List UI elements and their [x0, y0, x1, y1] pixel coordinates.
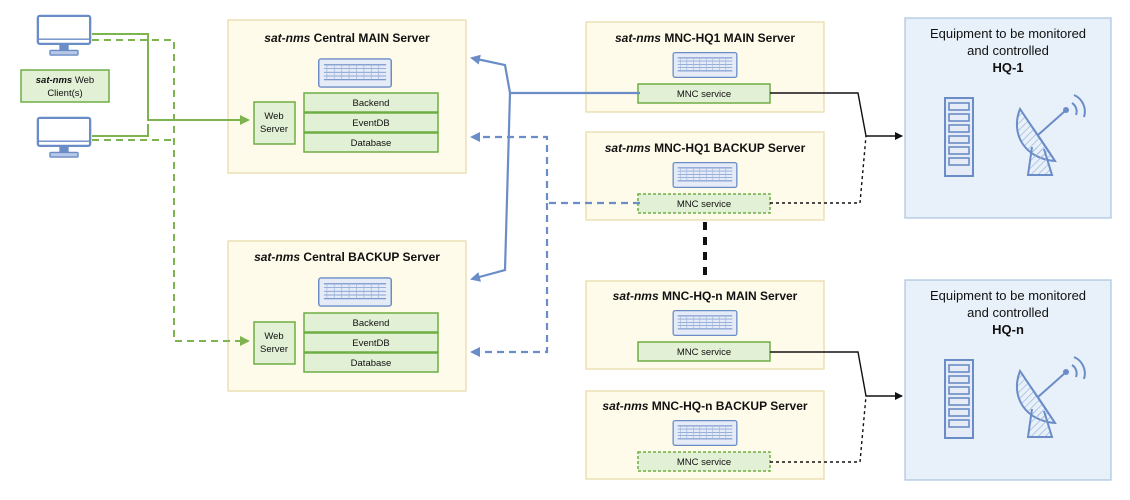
svg-text:Web: Web: [264, 111, 283, 122]
svg-text:Server: Server: [260, 124, 288, 135]
server-rack-icon: [672, 162, 738, 188]
web-clients: sat-nms Web Client(s): [20, 14, 110, 158]
central-mnc-links: [470, 54, 640, 357]
central-backup-server: sat-nms Central BACKUP Server Web Server…: [227, 240, 467, 392]
eventdb-box: EventDB: [303, 332, 439, 353]
equipment-hqn-site: HQ-n: [992, 322, 1024, 337]
database-box: Database: [303, 132, 439, 153]
svg-text:sat-nms MNC-HQ-n BACKUP Server: sat-nms MNC-HQ-n BACKUP Server: [602, 399, 807, 413]
equipment-panel-hqn: Equipment to be monitored and controlled…: [904, 279, 1112, 481]
svg-text:sat-nms MNC-HQ-n MAIN Server: sat-nms MNC-HQ-n MAIN Server: [613, 289, 798, 303]
svg-text:MNC service: MNC service: [677, 347, 731, 358]
equipment-hqn-line1: Equipment to be monitored: [930, 288, 1086, 303]
client-links: [92, 33, 250, 346]
mnc-hqn-backup-server: sat-nms MNC-HQ-n BACKUP Server MNC servi…: [585, 390, 825, 480]
svg-text:Web: Web: [264, 331, 283, 342]
svg-text:Server: Server: [260, 344, 288, 355]
svg-text:EventDB: EventDB: [352, 338, 390, 349]
svg-text:MNC service: MNC service: [677, 89, 731, 100]
mnc-service-box: MNC service: [637, 83, 771, 104]
svg-text:Backend: Backend: [353, 98, 390, 109]
svg-text:MNC service: MNC service: [677, 199, 731, 210]
mnc-equipment-links: [770, 92, 903, 463]
svg-text:sat-nms MNC-HQ1 BACKUP Server: sat-nms MNC-HQ1 BACKUP Server: [605, 141, 806, 155]
central-main-title: sat-nms Central MAIN Server: [264, 31, 430, 45]
web-server-box: Web Server: [253, 321, 296, 365]
equipment-rack-icon: [944, 96, 974, 178]
web-server-box: Web Server: [253, 101, 296, 145]
svg-text:Database: Database: [351, 138, 392, 149]
mnc-hq1-main-server: sat-nms MNC-HQ1 MAIN Server MNC service: [585, 21, 825, 113]
svg-text:sat-nms MNC-HQ1 MAIN Server: sat-nms MNC-HQ1 MAIN Server: [615, 31, 795, 45]
equipment-hqn-line2: and controlled: [967, 305, 1049, 320]
mnc-hqn-main-server: sat-nms MNC-HQ-n MAIN Server MNC service: [585, 280, 825, 370]
mnc-service-box: MNC service: [637, 193, 771, 214]
server-rack-icon: [318, 277, 392, 307]
svg-text:EventDB: EventDB: [352, 118, 390, 129]
equipment-rack-icon: [944, 358, 974, 440]
mnc-hq1-backup-server: sat-nms MNC-HQ1 BACKUP Server MNC servic…: [585, 131, 825, 221]
server-rack-icon: [672, 52, 738, 78]
svg-text:Client(s): Client(s): [47, 88, 82, 99]
desktop-monitor-icon: [36, 14, 92, 56]
web-client-label-box: [20, 69, 110, 103]
central-main-server: sat-nms Central MAIN Server Web Server B…: [227, 19, 467, 174]
server-rack-icon: [672, 420, 738, 446]
equipment-hq1-line1: Equipment to be monitored: [930, 26, 1086, 41]
server-rack-icon: [672, 310, 738, 336]
desktop-monitor-icon: [36, 116, 92, 158]
equipment-hq1-line2: and controlled: [967, 43, 1049, 58]
central-backup-title: sat-nms Central BACKUP Server: [254, 250, 440, 264]
svg-text:Database: Database: [351, 358, 392, 369]
equipment-hq1-site: HQ-1: [992, 60, 1023, 75]
equipment-panel-hq1: Equipment to be monitored and controlled…: [904, 17, 1112, 219]
svg-text:sat-nms Web: sat-nms Web: [36, 75, 94, 86]
backend-box: Backend: [303, 92, 439, 113]
svg-text:Backend: Backend: [353, 318, 390, 329]
database-box: Database: [303, 352, 439, 373]
mnc-service-box: MNC service: [637, 451, 771, 472]
server-rack-icon: [318, 58, 392, 88]
eventdb-box: EventDB: [303, 112, 439, 133]
svg-text:MNC service: MNC service: [677, 457, 731, 468]
backend-box: Backend: [303, 312, 439, 333]
mnc-service-box: MNC service: [637, 341, 771, 362]
